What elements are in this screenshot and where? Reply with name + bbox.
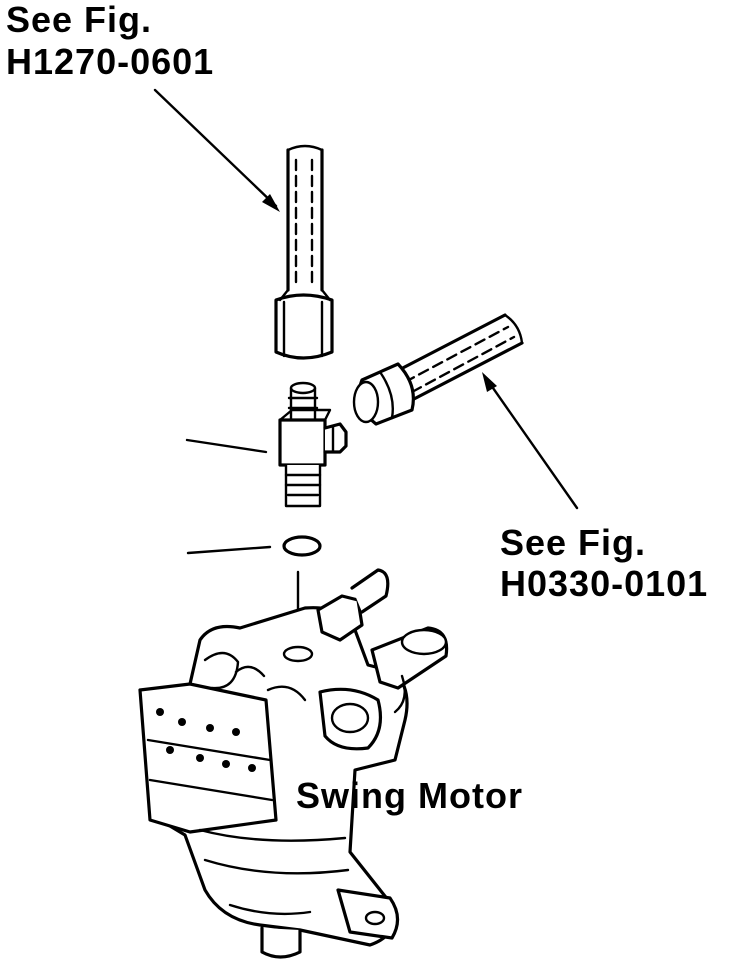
callout-top-line1: See Fig. [6,0,153,40]
leader-o-ring [186,545,272,555]
leader-top [153,88,280,212]
callout-top-figure-ref: H1270-0601 [6,41,215,82]
tee-fitting [278,381,348,508]
arrowhead-right [482,372,497,392]
side-hose [352,313,524,426]
upper-hose [274,144,334,360]
callout-right-line1: See Fig. [500,522,647,563]
callout-right-figure-ref: H0330-0101 [500,563,709,604]
o-ring [282,535,322,557]
arrowhead-top [262,194,280,212]
swing-motor [138,568,449,959]
leader-right [482,372,579,510]
swing-motor-label: Swing Motor [296,775,523,816]
leader-fitting [185,438,268,454]
